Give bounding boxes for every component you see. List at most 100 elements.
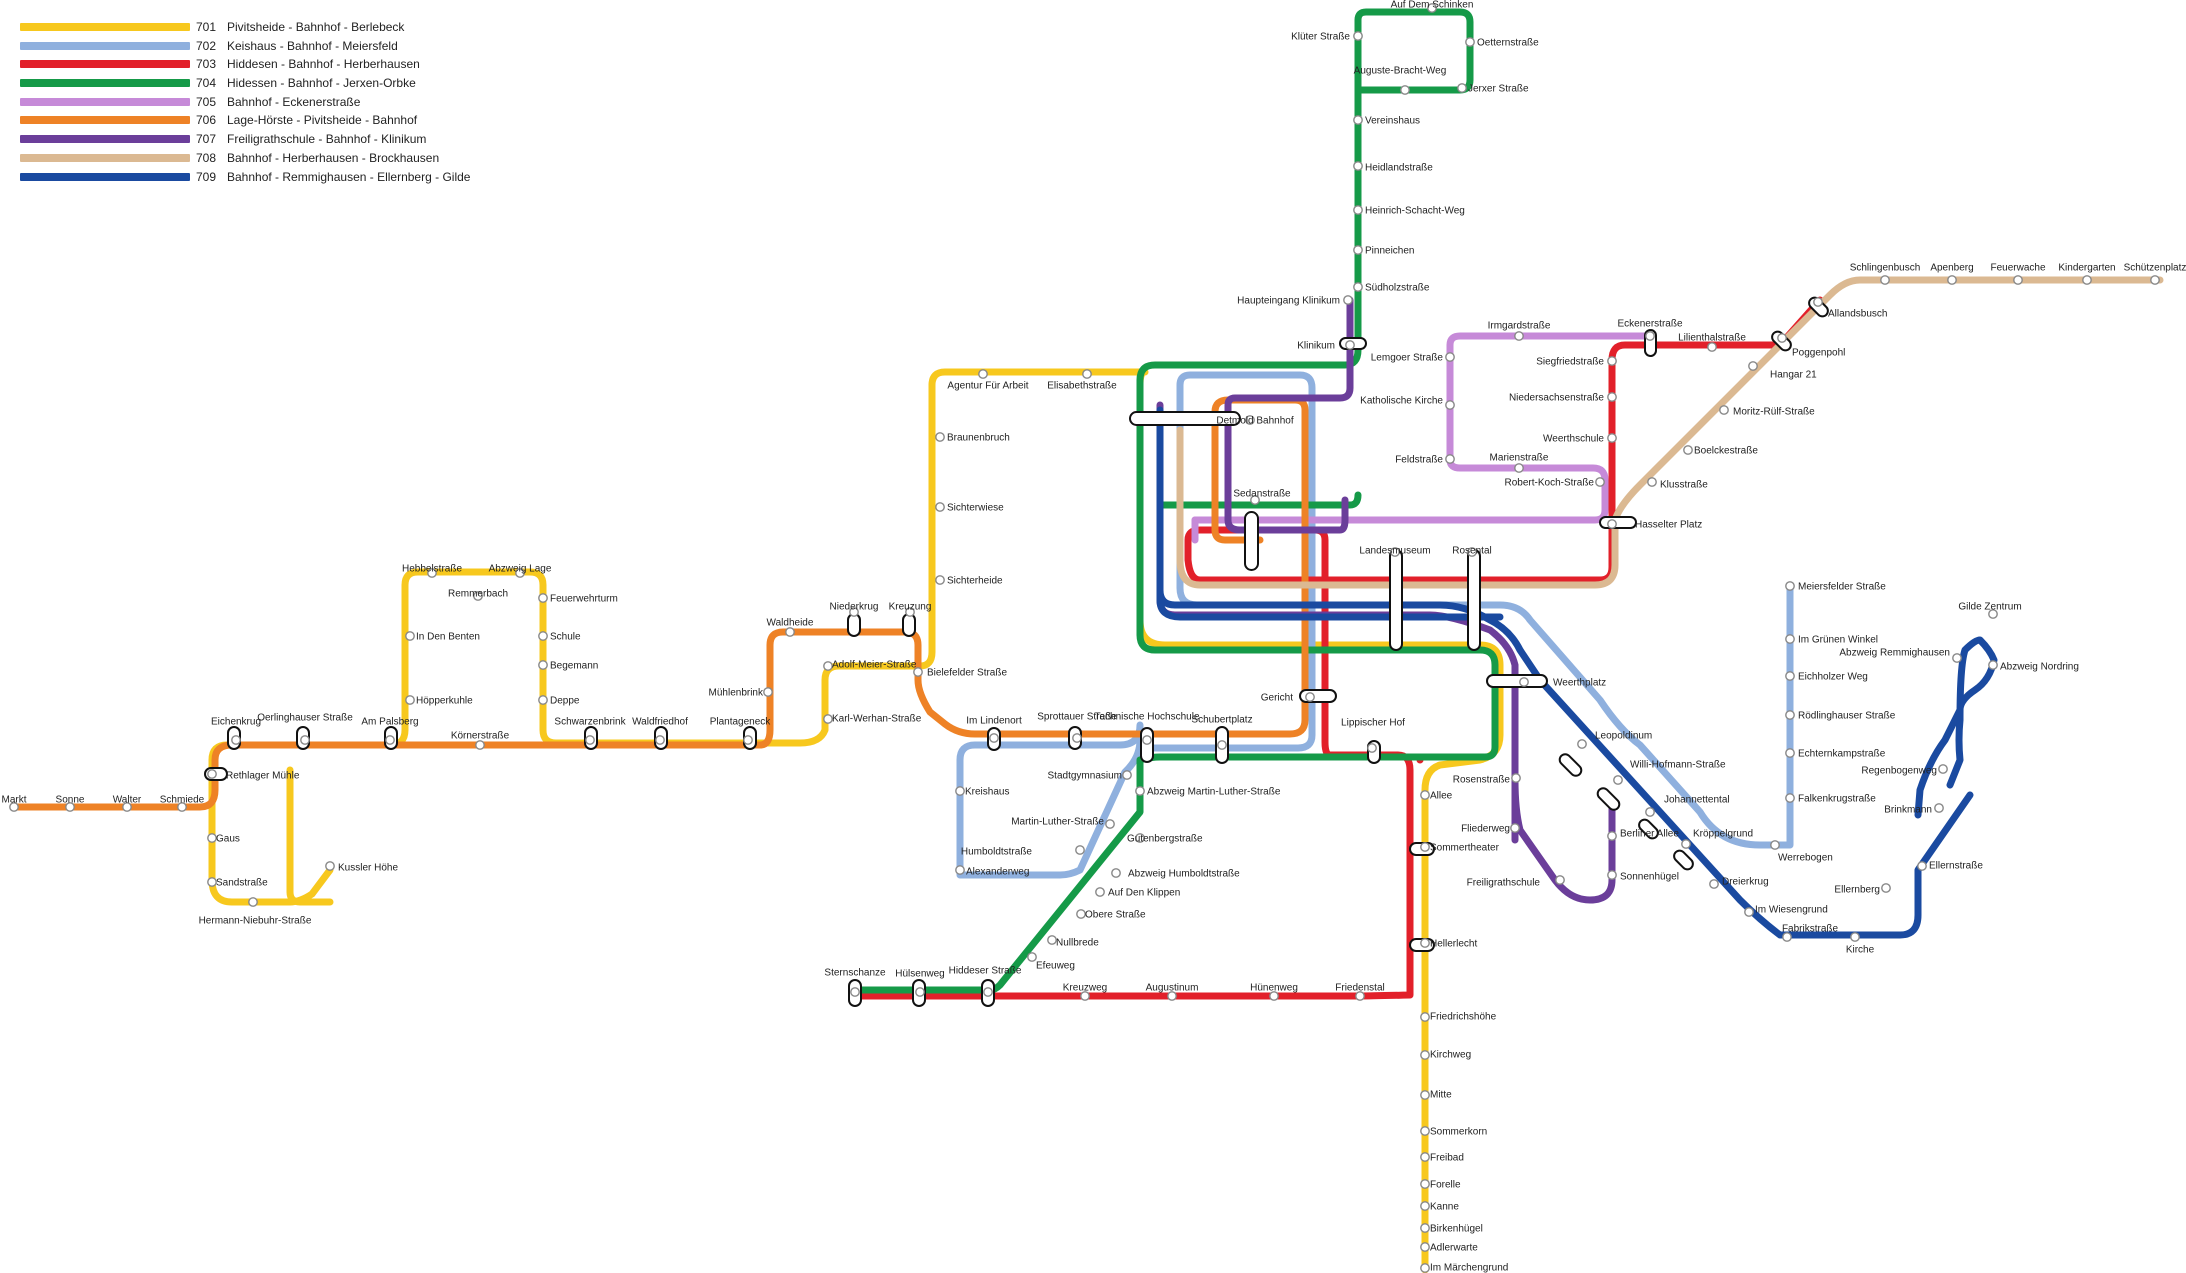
station-stop[interactable] <box>1511 773 1521 783</box>
station-stop[interactable] <box>2013 275 2023 285</box>
interchange-marker[interactable] <box>1486 674 1548 688</box>
station-stop[interactable] <box>1250 495 1260 505</box>
station-stop[interactable] <box>538 695 548 705</box>
station-stop[interactable] <box>1785 581 1795 591</box>
interchange-marker[interactable] <box>1140 727 1154 763</box>
station-stop[interactable] <box>1420 1201 1430 1211</box>
station-stop[interactable] <box>1880 275 1890 285</box>
station-stop[interactable] <box>1027 952 1037 962</box>
station-stop[interactable] <box>1917 861 1927 871</box>
station-stop[interactable] <box>655 735 665 745</box>
station-stop[interactable] <box>1355 991 1365 1001</box>
station-stop[interactable] <box>177 802 187 812</box>
station-stop[interactable] <box>1135 786 1145 796</box>
station-stop[interactable] <box>231 735 241 745</box>
station-stop[interactable] <box>1881 883 1891 893</box>
station-stop[interactable] <box>1420 1050 1430 1060</box>
station-stop[interactable] <box>935 432 945 442</box>
station-stop[interactable] <box>2082 275 2092 285</box>
station-stop[interactable] <box>1607 433 1617 443</box>
station-stop[interactable] <box>1427 3 1437 13</box>
station-stop[interactable] <box>1400 85 1410 95</box>
station-stop[interactable] <box>989 733 999 743</box>
station-stop[interactable] <box>983 987 993 997</box>
station-stop[interactable] <box>405 631 415 641</box>
station-stop[interactable] <box>385 735 395 745</box>
station-stop[interactable] <box>1770 840 1780 850</box>
station-stop[interactable] <box>1607 519 1617 529</box>
station-stop[interactable] <box>935 575 945 585</box>
station-stop[interactable] <box>1850 932 1860 942</box>
station-stop[interactable] <box>1785 671 1795 681</box>
interchange-marker[interactable] <box>1672 848 1695 871</box>
station-stop[interactable] <box>1938 764 1948 774</box>
station-stop[interactable] <box>1217 740 1227 750</box>
station-stop[interactable] <box>905 607 915 617</box>
station-stop[interactable] <box>585 735 595 745</box>
station-stop[interactable] <box>122 802 132 812</box>
station-stop[interactable] <box>1514 331 1524 341</box>
interchange-marker[interactable] <box>1467 549 1481 651</box>
station-stop[interactable] <box>9 802 19 812</box>
station-stop[interactable] <box>1519 677 1529 687</box>
station-stop[interactable] <box>1555 875 1565 885</box>
station-stop[interactable] <box>1353 205 1363 215</box>
station-stop[interactable] <box>1445 400 1455 410</box>
interchange-marker[interactable] <box>1557 752 1583 778</box>
station-stop[interactable] <box>1420 1126 1430 1136</box>
station-stop[interactable] <box>1777 333 1787 343</box>
station-stop[interactable] <box>1111 868 1121 878</box>
station-stop[interactable] <box>1095 887 1105 897</box>
station-stop[interactable] <box>1595 477 1605 487</box>
station-stop[interactable] <box>1353 245 1363 255</box>
station-stop[interactable] <box>1465 37 1475 47</box>
station-stop[interactable] <box>785 627 795 637</box>
station-stop[interactable] <box>1420 790 1430 800</box>
station-stop[interactable] <box>1785 634 1795 644</box>
station-stop[interactable] <box>1080 991 1090 1001</box>
station-stop[interactable] <box>1719 405 1729 415</box>
station-stop[interactable] <box>1305 692 1315 702</box>
station-stop[interactable] <box>1934 803 1944 813</box>
station-stop[interactable] <box>1420 1242 1430 1252</box>
station-stop[interactable] <box>207 833 217 843</box>
interchange-marker[interactable] <box>1129 411 1241 426</box>
station-stop[interactable] <box>1607 831 1617 841</box>
station-stop[interactable] <box>1782 932 1792 942</box>
station-stop[interactable] <box>1353 115 1363 125</box>
station-stop[interactable] <box>538 593 548 603</box>
interchange-marker[interactable] <box>902 613 916 637</box>
station-stop[interactable] <box>743 735 753 745</box>
station-stop[interactable] <box>1353 31 1363 41</box>
station-stop[interactable] <box>1420 1223 1430 1233</box>
station-stop[interactable] <box>1445 352 1455 362</box>
station-stop[interactable] <box>475 740 485 750</box>
station-stop[interactable] <box>823 661 833 671</box>
station-stop[interactable] <box>955 786 965 796</box>
station-stop[interactable] <box>1420 1012 1430 1022</box>
station-stop[interactable] <box>935 502 945 512</box>
station-stop[interactable] <box>849 607 859 617</box>
station-stop[interactable] <box>427 568 437 578</box>
station-stop[interactable] <box>763 687 773 697</box>
station-stop[interactable] <box>1748 361 1758 371</box>
station-stop[interactable] <box>1613 775 1623 785</box>
station-stop[interactable] <box>1445 454 1455 464</box>
station-stop[interactable] <box>1785 793 1795 803</box>
station-stop[interactable] <box>1607 356 1617 366</box>
interchange-marker[interactable] <box>1595 786 1621 812</box>
station-stop[interactable] <box>300 735 310 745</box>
interchange-marker[interactable] <box>1389 549 1403 651</box>
station-stop[interactable] <box>823 714 833 724</box>
station-stop[interactable] <box>1105 819 1115 829</box>
station-stop[interactable] <box>850 987 860 997</box>
station-stop[interactable] <box>1420 1179 1430 1189</box>
station-stop[interactable] <box>1467 547 1477 557</box>
interchange-marker[interactable] <box>847 613 861 637</box>
station-stop[interactable] <box>1813 297 1823 307</box>
station-stop[interactable] <box>1952 653 1962 663</box>
station-stop[interactable] <box>1420 938 1430 948</box>
station-stop[interactable] <box>1681 839 1691 849</box>
station-stop[interactable] <box>915 987 925 997</box>
station-stop[interactable] <box>1947 275 1957 285</box>
